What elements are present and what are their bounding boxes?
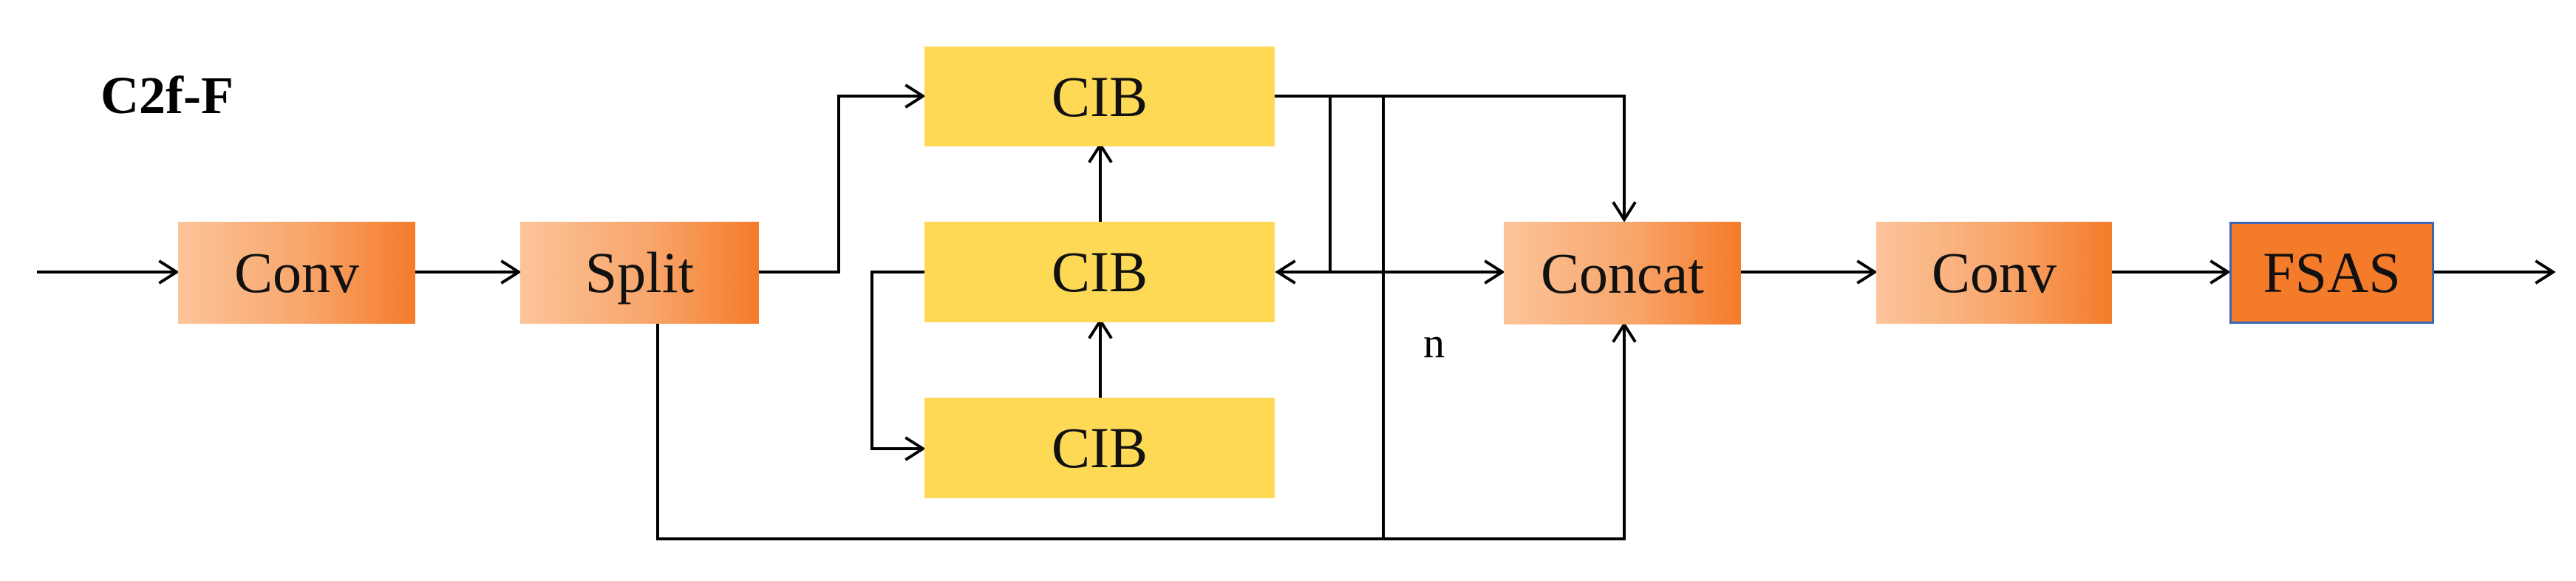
split-block: Split: [520, 222, 759, 324]
cib-mid-to-concat-arrowhead: [1484, 259, 1505, 285]
cib-top-to-concat-arrow: [1273, 95, 1626, 220]
cib-top-block: CIB: [924, 47, 1275, 146]
conv-input-block: Conv: [178, 222, 415, 324]
cib-mid-to-bottom-arrowhead: [904, 436, 926, 461]
cib-top-to-concat-arrowhead: [1612, 201, 1637, 222]
concat-block: Concat: [1504, 222, 1741, 325]
conv-to-split-arrowhead: [500, 259, 522, 285]
cib-bottom-block: CIB: [924, 398, 1275, 498]
conv-to-fsas-arrowhead: [2209, 259, 2231, 285]
cib-top-feedback-line: [1273, 95, 1332, 273]
split-shortcut-arrowhead: [1612, 322, 1637, 343]
split-to-cib-top-arrowhead: [904, 84, 926, 109]
split-shortcut-to-concat-arrow: [656, 324, 1626, 540]
fsas-block: FSAS: [2229, 222, 2434, 324]
repeat-count-label: n: [1423, 319, 1445, 367]
cib-mid-to-bottom-loop: [870, 271, 925, 450]
input-arrowhead: [158, 259, 180, 285]
conv-output-block: Conv: [1876, 222, 2112, 324]
concat-to-conv-arrowhead: [1856, 259, 1878, 285]
split-to-cib-top-arrow: [757, 95, 923, 273]
cib-feedback-arrowhead: [1275, 259, 1296, 285]
diagram-title: C2f-F: [100, 66, 234, 125]
output-arrowhead: [2535, 259, 2556, 285]
cib-middle-block: CIB: [924, 222, 1275, 322]
